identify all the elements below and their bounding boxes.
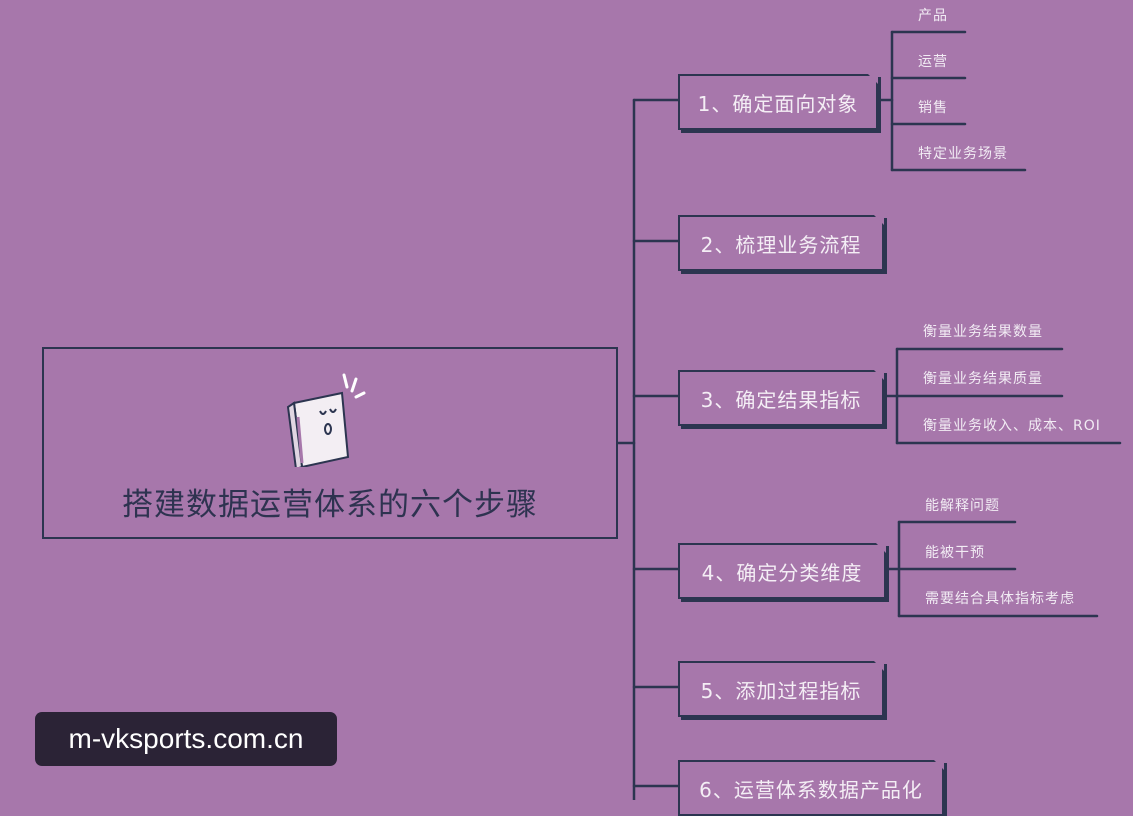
leaf-3-2: 衡量业务结果质量 <box>923 371 1043 387</box>
watermark-badge: m-vksports.com.cn <box>35 712 337 766</box>
step-6-node: 6、运营体系数据产品化 <box>678 760 944 816</box>
root-title: 搭建数据运营体系的六个步骤 <box>122 487 538 523</box>
leaf-1-2: 运营 <box>918 54 948 70</box>
step-1-node: 1、确定面向对象 <box>678 74 878 130</box>
leaf-3-3: 衡量业务收入、成本、ROI <box>923 418 1101 434</box>
step-3-node: 3、确定结果指标 <box>678 370 884 426</box>
leaf-4-1: 能解释问题 <box>925 498 1000 514</box>
leaf-4-3: 需要结合具体指标考虑 <box>925 591 1075 607</box>
leaf-1-4: 特定业务场景 <box>918 146 1008 162</box>
step-4-node: 4、确定分类维度 <box>678 543 886 599</box>
leaf-1-1: 产品 <box>918 8 948 24</box>
step-2-node: 2、梳理业务流程 <box>678 215 884 271</box>
leaf-1-3: 销售 <box>918 100 948 116</box>
leaf-3-1: 衡量业务结果数量 <box>923 324 1043 340</box>
root-node: 搭建数据运营体系的六个步骤 <box>42 347 618 539</box>
book-doodle-icon <box>284 367 384 471</box>
step-5-node: 5、添加过程指标 <box>678 661 884 717</box>
leaf-4-2: 能被干预 <box>925 545 985 561</box>
